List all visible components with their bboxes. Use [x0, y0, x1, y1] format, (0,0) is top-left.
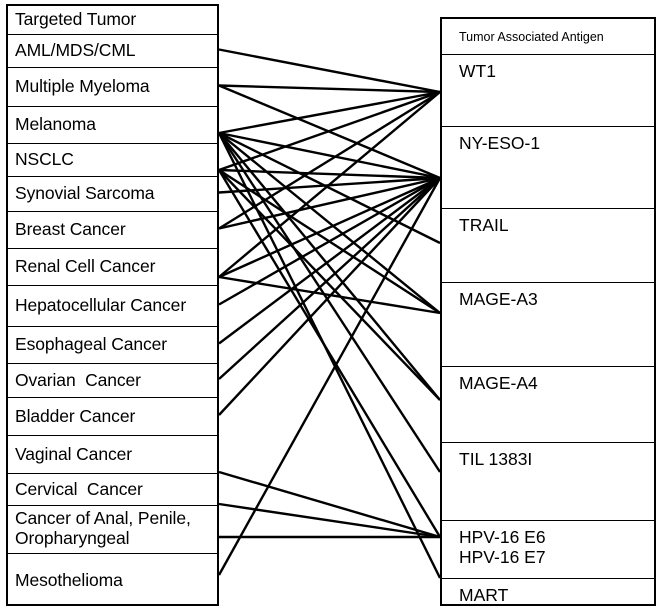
left-row-nsclc[interactable]: NSCLC — [8, 144, 217, 177]
edge-renal-to-wt1 — [218, 91, 441, 278]
left-row-label-anal-line-2: Oropharyngeal — [15, 527, 130, 548]
left-row-melanoma[interactable]: Melanoma — [8, 107, 217, 144]
left-row-anal[interactable]: Cancer of Anal, Penile,Oropharyngeal — [8, 506, 217, 554]
edge-melanoma-to-wt1 — [218, 90, 441, 135]
left-row-renal[interactable]: Renal Cell Cancer — [8, 249, 217, 286]
right-row-label-hpv-line-1: HPV-16 E6 — [459, 527, 546, 547]
left-row-synovial[interactable]: Synovial Sarcoma — [8, 177, 217, 212]
right-row-label-trail: TRAIL — [459, 215, 509, 235]
edge-synovial-to-nyeso — [218, 176, 441, 194]
right-row-label-hpv-line-2: HPV-16 E7 — [459, 546, 546, 567]
edge-bladder-to-nyeso — [218, 177, 441, 416]
edge-hepatocellular-to-nyeso — [218, 176, 441, 306]
right-row-trail[interactable]: TRAIL — [442, 209, 654, 283]
edge-melanoma-to-nyeso — [218, 131, 441, 180]
left-row-label-myeloma: Multiple Myeloma — [15, 76, 150, 97]
left-row-aml[interactable]: AML/MDS/CML — [8, 35, 217, 68]
left-row-label-breast: Breast Cancer — [15, 219, 126, 240]
right-row-magea3[interactable]: MAGE-A3 — [442, 283, 654, 367]
left-row-label-melanoma: Melanoma — [15, 114, 96, 135]
right-column-header-label: Tumor Associated Antigen — [459, 29, 604, 44]
edge-nsclc-to-magea3 — [218, 168, 441, 315]
left-row-hepatocellular[interactable]: Hepatocellular Cancer — [8, 286, 217, 327]
edge-aml-to-wt1 — [218, 48, 441, 94]
left-row-cervical[interactable]: Cervical Cancer — [8, 474, 217, 506]
left-row-esophageal[interactable]: Esophageal Cancer — [8, 327, 217, 364]
left-row-label-anal: Cancer of Anal, Penile,Oropharyngeal — [15, 506, 191, 548]
left-row-breast[interactable]: Breast Cancer — [8, 212, 217, 249]
right-row-label-til: TIL 1383I — [459, 449, 533, 469]
right-row-label-wt1: WT1 — [459, 61, 496, 81]
right-row-mart[interactable]: MART — [442, 579, 654, 608]
edge-nsclc-to-nyeso — [218, 168, 441, 180]
right-row-label-magea3: MAGE-A3 — [459, 289, 538, 309]
left-column-header: Targeted Tumor — [8, 6, 217, 35]
right-row-nyeso[interactable]: NY-ESO-1 — [442, 127, 654, 209]
left-row-mesothelioma[interactable]: Mesothelioma — [8, 554, 217, 608]
edge-breast-to-nyeso — [218, 176, 441, 230]
left-row-label-nsclc: NSCLC — [15, 149, 74, 170]
edge-esophageal-to-nyeso — [218, 177, 441, 345]
right-row-wt1[interactable]: WT1 — [442, 55, 654, 127]
right-row-label-magea4: MAGE-A4 — [459, 373, 538, 393]
left-row-label-hepatocellular: Hepatocellular Cancer — [15, 295, 187, 316]
left-row-label-esophageal: Esophageal Cancer — [15, 334, 168, 355]
edge-ovarian-to-nyeso — [218, 177, 441, 380]
edge-nsclc-to-wt1 — [218, 90, 441, 172]
edge-renal-to-magea3 — [218, 275, 441, 315]
left-row-vaginal[interactable]: Vaginal Cancer — [8, 436, 217, 474]
left-column-header-label: Targeted Tumor — [15, 9, 137, 30]
right-column-header: Tumor Associated Antigen — [442, 19, 654, 55]
left-row-label-synovial: Synovial Sarcoma — [15, 183, 155, 204]
edge-melanoma-to-magea4 — [218, 132, 441, 401]
edge-cervical-to-hpv — [218, 502, 441, 539]
left-row-myeloma[interactable]: Multiple Myeloma — [8, 68, 217, 107]
edge-melanoma-to-til — [217, 132, 442, 473]
right-row-label-nyeso: NY-ESO-1 — [459, 133, 541, 153]
edge-myeloma-to-wt1 — [218, 84, 441, 94]
left-row-ovarian[interactable]: Ovarian Cancer — [8, 364, 217, 398]
left-row-label-renal: Renal Cell Cancer — [15, 256, 156, 277]
edge-nsclc-to-hpv — [217, 169, 442, 538]
left-row-label-bladder: Bladder Cancer — [15, 405, 136, 426]
left-row-label-cervical: Cervical Cancer — [15, 478, 143, 499]
left-row-label-vaginal: Vaginal Cancer — [15, 443, 132, 464]
left-row-label-mesothelioma: Mesothelioma — [15, 570, 123, 591]
edge-mesothelioma-to-nyeso — [217, 177, 442, 576]
edge-vaginal-to-hpv — [218, 470, 441, 539]
edge-melanoma-to-mart — [217, 132, 442, 579]
right-row-magea4[interactable]: MAGE-A4 — [442, 367, 654, 443]
edge-melanoma-to-trail — [218, 131, 441, 245]
right-row-label-mart: MART — [459, 585, 509, 605]
edge-renal-to-nyeso — [218, 176, 441, 279]
left-row-label-ovarian: Ovarian Cancer — [15, 369, 141, 390]
edge-nsclc-to-magea4 — [218, 169, 441, 401]
edge-myeloma-to-nyeso — [218, 84, 441, 180]
left-row-bladder[interactable]: Bladder Cancer — [8, 398, 217, 436]
edge-melanoma-to-magea3 — [218, 132, 441, 314]
edge-breast-to-wt1 — [218, 90, 441, 230]
right-row-til[interactable]: TIL 1383I — [442, 443, 654, 521]
left-row-label-aml: AML/MDS/CML — [15, 40, 136, 61]
left-row-label-anal-line-1: Cancer of Anal, Penile, — [15, 508, 191, 528]
